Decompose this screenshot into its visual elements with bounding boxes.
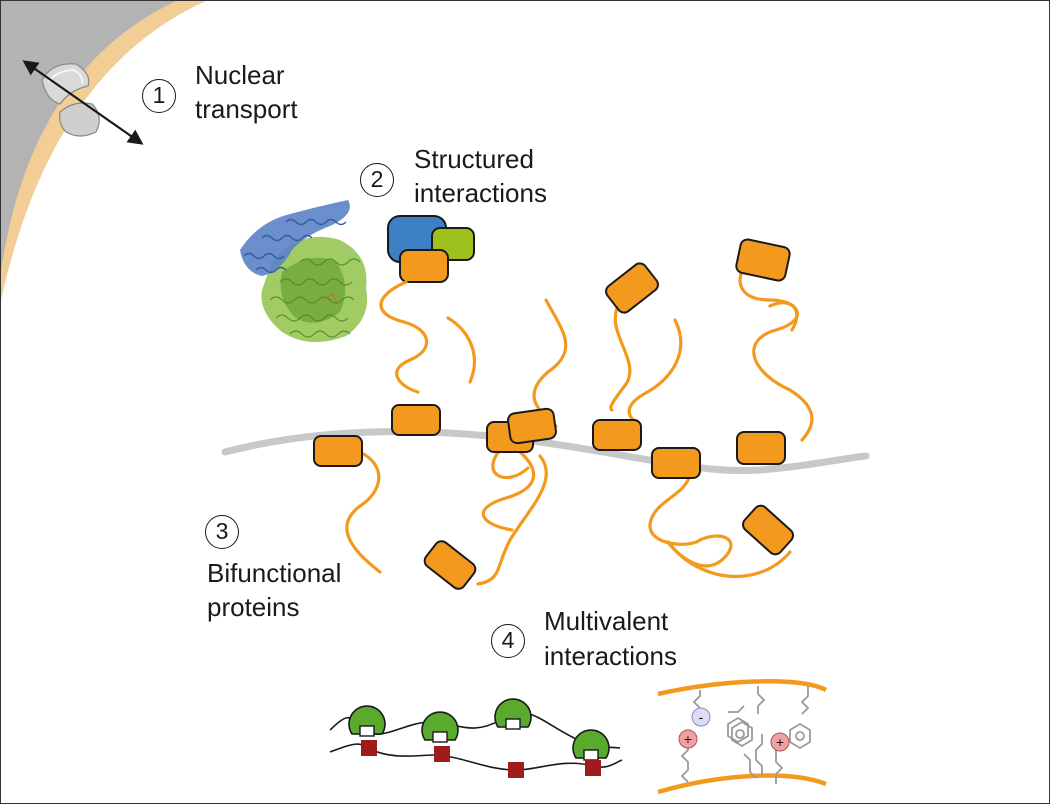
positive-charge-sign: + [776, 734, 784, 750]
section-3-label-line2: proteins [207, 592, 300, 622]
chemistry-panel: - + + [657, 679, 828, 795]
positive-charge-icon [770, 732, 790, 752]
spacer-block [361, 740, 377, 756]
structured-complex [387, 215, 475, 283]
idr-tail [666, 540, 792, 579]
spacer-block [508, 762, 524, 778]
idr-tail [627, 318, 683, 426]
section-2-label-line1: Structured [414, 144, 534, 174]
idr-tail [768, 301, 799, 332]
section-4-label-line2: interactions [544, 641, 677, 671]
section-2-number: 2 [360, 163, 394, 197]
folded-domain [507, 407, 557, 445]
spacer-block [434, 746, 450, 762]
sticker-domain [494, 698, 532, 728]
folded-domain [742, 504, 794, 556]
negative-charge-sign: - [699, 709, 704, 725]
folded-domain [605, 262, 659, 314]
nucleus-corner [0, 0, 208, 305]
negative-charge-icon [691, 707, 711, 727]
idr-tail [446, 316, 476, 384]
idr-tail [648, 472, 702, 546]
idr-tail [476, 454, 548, 586]
folded-domain [735, 238, 791, 282]
positive-charge-sign: + [684, 731, 692, 747]
folded-domain [736, 431, 786, 465]
idr-tail [532, 298, 568, 428]
sticker-chains [329, 698, 623, 778]
idr-tail [738, 260, 814, 442]
folded-domain [423, 540, 477, 590]
section-1-label-line2: transport [195, 94, 298, 124]
folded-domain [313, 435, 363, 467]
section-4-label-line1: Multivalent [544, 606, 669, 636]
idr-tail [491, 448, 530, 480]
folded-domain [391, 404, 441, 436]
bidirectional-arrow-icon [22, 60, 144, 145]
idr-tail [609, 300, 632, 412]
positive-charge-icon [678, 729, 698, 749]
sticker-domain [421, 711, 459, 741]
nucleoplasm [0, 0, 178, 278]
section-1-label-line1: Nuclear [195, 60, 285, 90]
section-3-number: 3 [205, 515, 239, 549]
domains [313, 238, 794, 590]
chromatin-fiber [221, 428, 870, 475]
spacer-block [585, 760, 601, 776]
idr-tail [481, 450, 536, 532]
section-1-number: 1 [142, 79, 176, 113]
idr-tail [379, 280, 429, 394]
protein-structure-icon [240, 200, 368, 343]
section-4-number: 4 [491, 624, 525, 658]
section-2-label-line2: interactions [414, 178, 547, 208]
section-3-label-line1: Bifunctional [207, 558, 342, 588]
idr-tails [345, 260, 814, 586]
sticker-domain [572, 729, 610, 759]
idr-tail [345, 450, 382, 574]
folded-domain [592, 419, 642, 451]
sticker-domain [348, 705, 386, 735]
folded-domain [651, 447, 701, 479]
